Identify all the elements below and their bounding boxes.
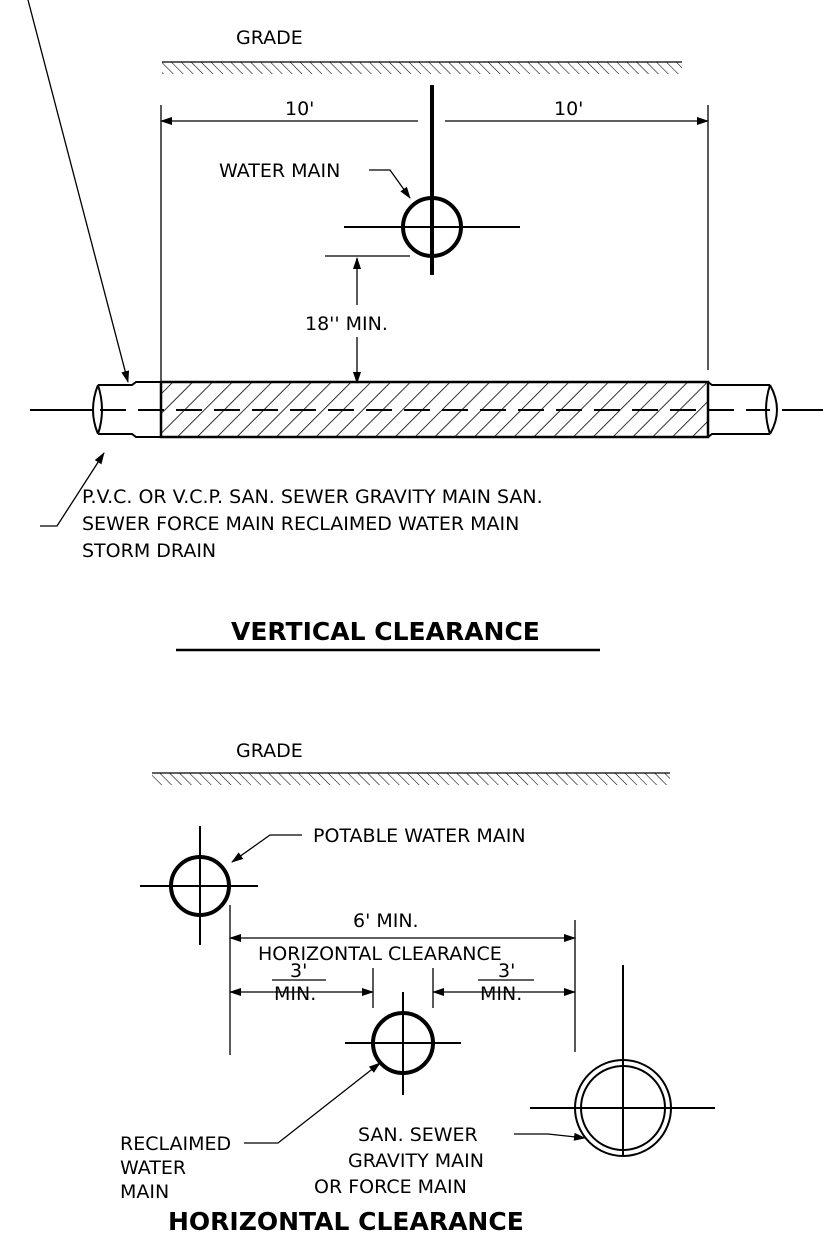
three-foot-left-label: 3' [290, 960, 307, 982]
note-line-1: P.V.C. OR V.C.P. SAN. SEWER GRAVITY MAIN… [82, 486, 543, 508]
note-leader [40, 452, 105, 527]
sewer-label-line-3: OR FORCE MAIN [314, 1176, 467, 1198]
potable-water-main-symbol [140, 826, 258, 945]
note-line-2: SEWER FORCE MAIN RECLAIMED WATER MAIN [82, 513, 519, 535]
sewer-label-line-2: GRAVITY MAIN [348, 1150, 484, 1172]
potable-water-main-label: POTABLE WATER MAIN [313, 825, 526, 847]
reclaimed-label-line-1: RECLAIMED [120, 1133, 231, 1155]
grade-label: GRADE [236, 27, 303, 49]
dimension-10ft [160, 105, 709, 397]
dimension-6ft [229, 905, 576, 1055]
dimension-18in [325, 255, 410, 384]
three-foot-right-label: 3' [498, 960, 515, 982]
potable-leader [231, 834, 302, 863]
vertical-clearance-section: GRADE 10' 10' WATER MAIN [27, 0, 823, 652]
reclaimed-label-line-2: WATER [120, 1157, 186, 1179]
vertical-clearance-title: VERTICAL CLEARANCE [231, 617, 540, 646]
grade-ground-hatch-2 [152, 772, 670, 785]
water-main-leader [369, 169, 411, 199]
min-right-label: MIN. [480, 983, 522, 1005]
horizontal-clearance-section: GRADE POTABLE WATER MAIN 6' MIN. HORIZON… [120, 740, 715, 1236]
sewer-label-line-1: SAN. SEWER [358, 1124, 478, 1146]
horizontal-clearance-title: HORIZONTAL CLEARANCE [168, 1207, 524, 1236]
water-main-label: WATER MAIN [219, 160, 340, 182]
sewer-pipe [30, 380, 823, 439]
six-foot-min-label: 6' MIN. [353, 910, 419, 932]
dimension-3ft-left [229, 968, 374, 1008]
note-line-3: STORM DRAIN [82, 540, 216, 562]
san-sewer-symbol [530, 965, 715, 1157]
sewer-leader [514, 1132, 586, 1141]
reclaimed-label-line-3: MAIN [120, 1181, 169, 1203]
reclaimed-leader [244, 1062, 381, 1144]
dimension-left-label: 10' [285, 98, 314, 120]
top-leader-arrow [27, 0, 130, 383]
reclaimed-water-main-symbol [345, 992, 461, 1095]
min-left-label: MIN. [274, 983, 316, 1005]
min-separation-label: 18'' MIN. [305, 313, 388, 335]
grade-ground-hatch [162, 61, 682, 74]
water-main-symbol [344, 85, 520, 275]
dimension-3ft-right [432, 968, 576, 1008]
dimension-right-label: 10' [554, 98, 583, 120]
horizontal-clearance-label: HORIZONTAL CLEARANCE [258, 943, 502, 965]
grade-label-2: GRADE [236, 740, 303, 762]
